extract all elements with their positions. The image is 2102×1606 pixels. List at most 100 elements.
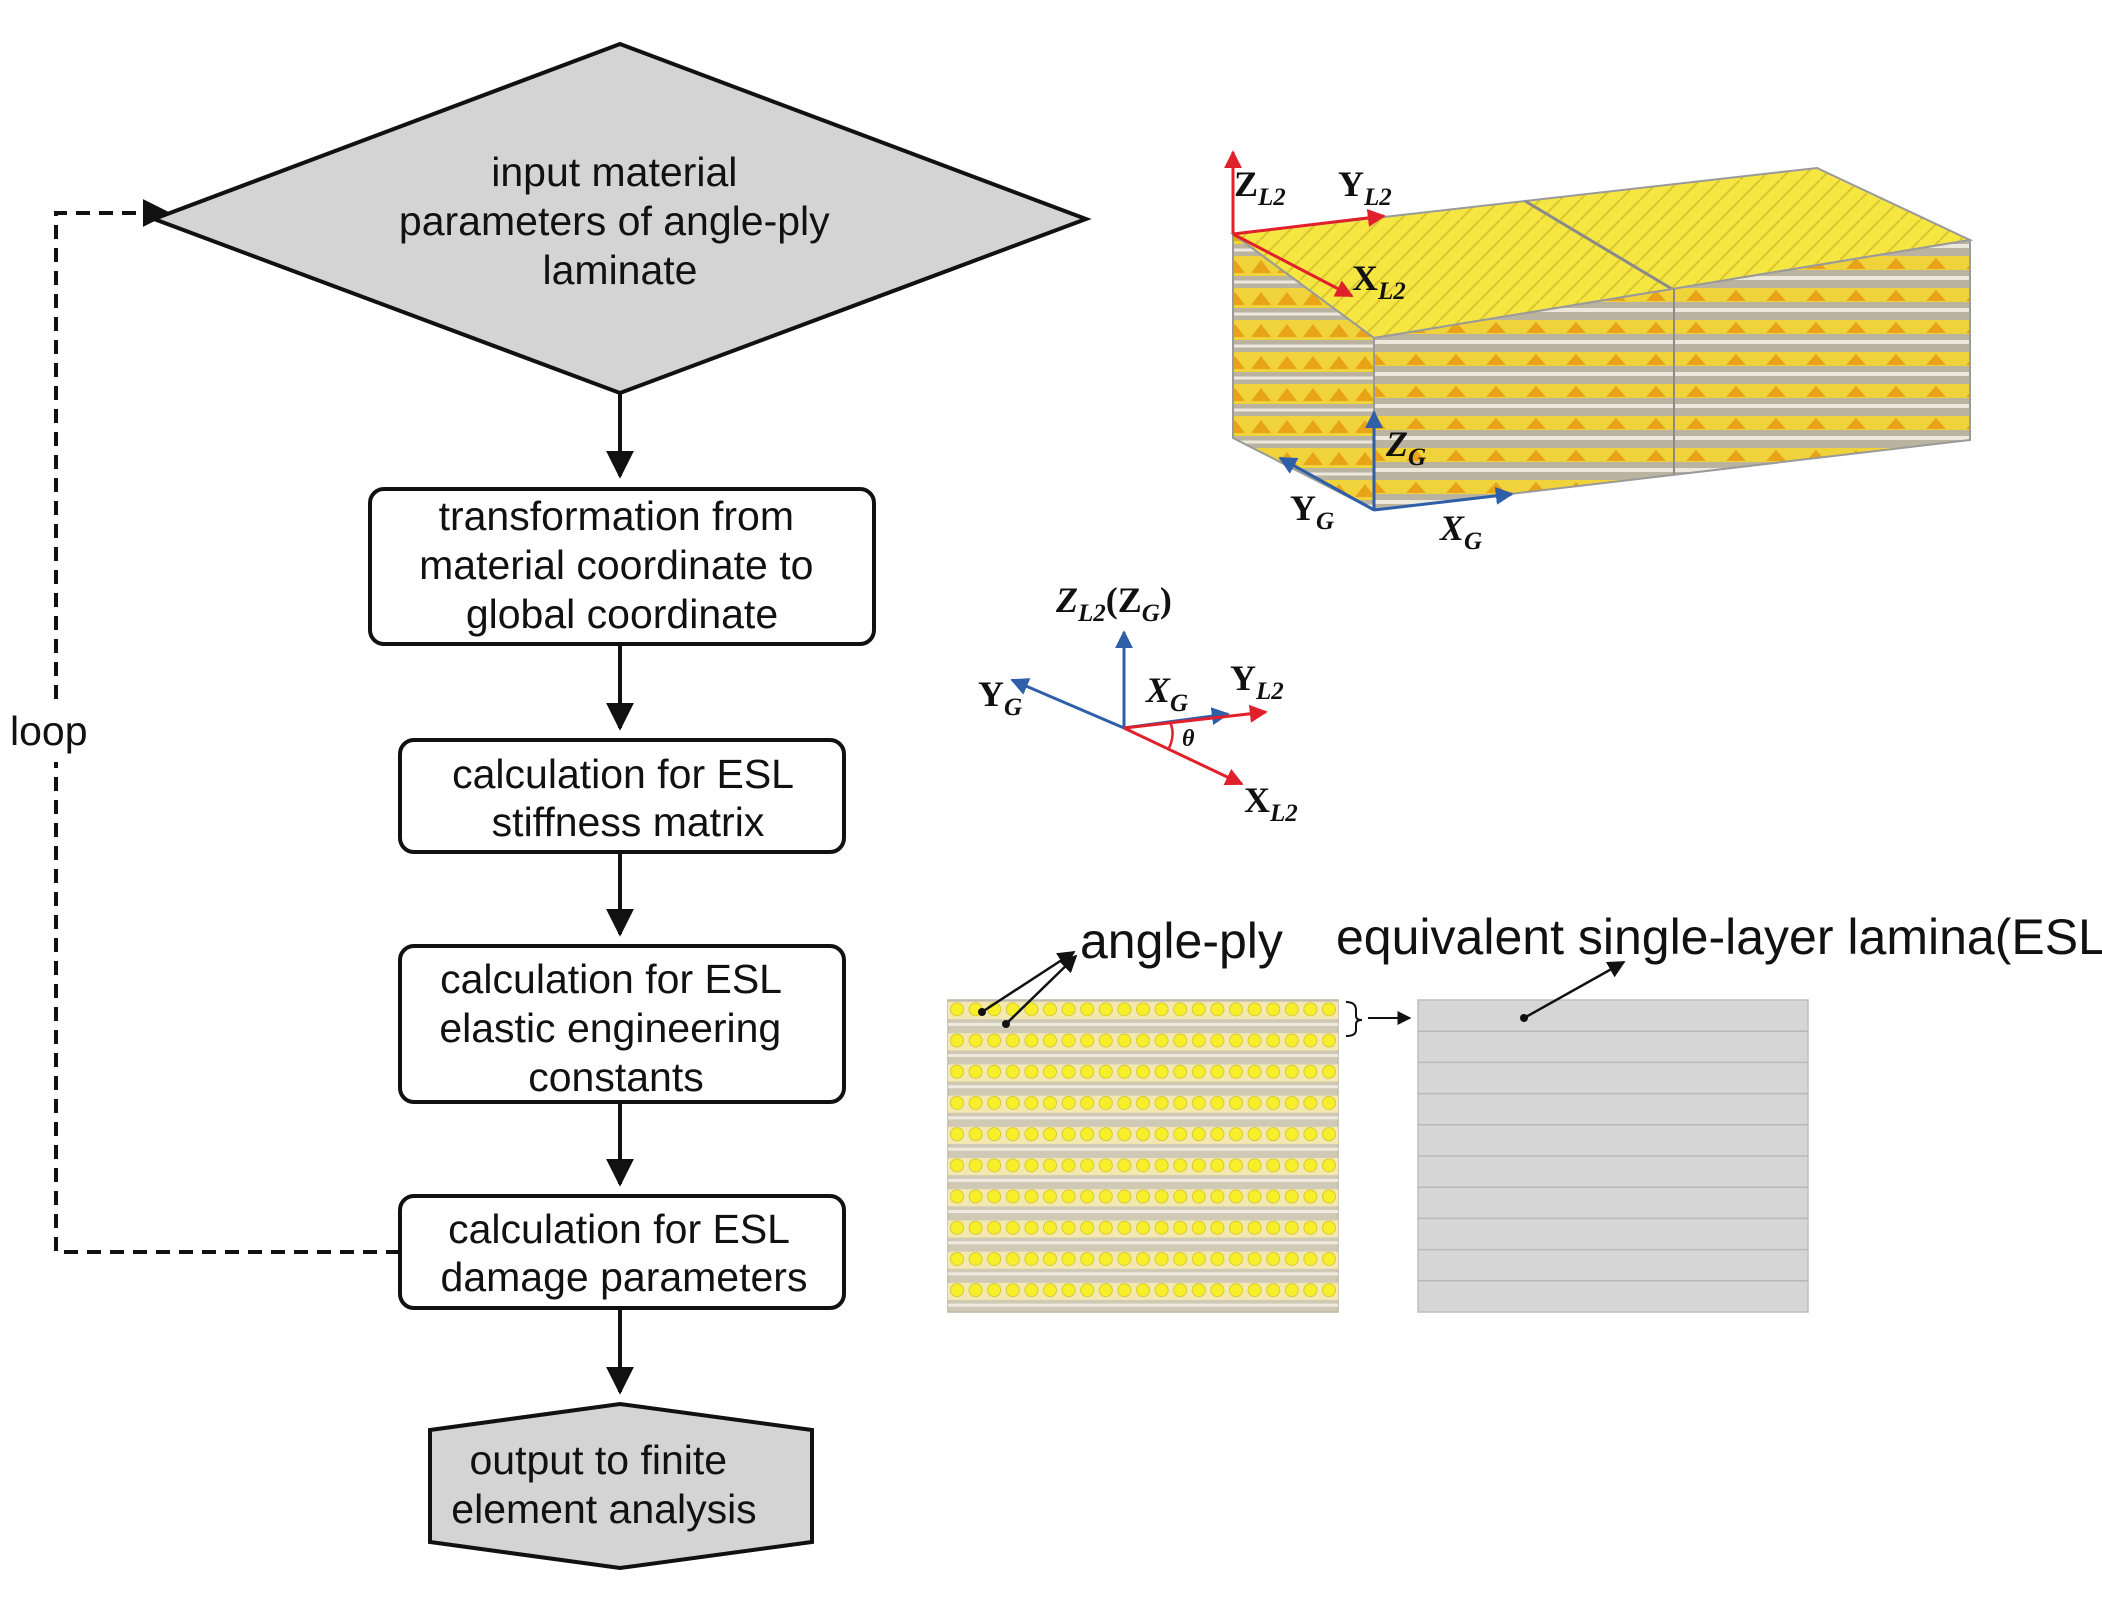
fiber-dot xyxy=(1024,1220,1039,1235)
fiber-dot xyxy=(1117,1127,1132,1142)
fiber-dot xyxy=(1061,1064,1076,1079)
fiber-dot xyxy=(1303,1033,1318,1048)
fiber-dot xyxy=(1322,1283,1336,1298)
rot-label-y-g: YG xyxy=(978,674,1022,721)
fiber-dot xyxy=(1266,1127,1281,1142)
fiber-dot xyxy=(1191,1158,1206,1173)
fiber-dot xyxy=(1322,1220,1336,1235)
fiber-dot xyxy=(1061,1002,1076,1017)
fiber-dot xyxy=(950,1158,964,1173)
fiber-dot xyxy=(1061,1189,1076,1204)
fiber-dot xyxy=(1173,1002,1188,1017)
angle-ply-label: angle-ply xyxy=(1080,913,1283,969)
fiber-dot xyxy=(1024,1127,1039,1142)
fiber-dot xyxy=(1191,1189,1206,1204)
fiber-dot xyxy=(1303,1220,1318,1235)
esl-pointer-dot xyxy=(1520,1014,1528,1022)
fiber-dot xyxy=(987,1064,1002,1079)
fiber-dot xyxy=(1229,1064,1243,1079)
x-g-axis xyxy=(1373,486,1514,512)
fiber-dot xyxy=(1005,1220,1020,1235)
fiber-dot xyxy=(1247,1251,1262,1266)
fiber-dot xyxy=(1247,1064,1262,1079)
fiber-dot xyxy=(1043,1095,1057,1110)
fiber-dot xyxy=(987,1189,1002,1204)
input-line-1: input material xyxy=(491,149,737,195)
damage-text: calculation for ESL damage parameters xyxy=(441,1206,808,1300)
fiber-dot xyxy=(950,1283,964,1298)
fiber-dot xyxy=(1229,1158,1243,1173)
esl-pointer xyxy=(1523,960,1626,1020)
fiber-dot xyxy=(1080,1095,1095,1110)
fiber-dot xyxy=(987,1095,1002,1110)
fiber-dot xyxy=(1080,1033,1095,1048)
fiber-dot xyxy=(1247,1127,1262,1142)
fiber-dot xyxy=(1284,1283,1299,1298)
fiber-dot xyxy=(1191,1002,1206,1017)
fiber-dot xyxy=(1284,1158,1299,1173)
label-x-g: XG xyxy=(1439,508,1482,555)
fiber-dot xyxy=(1154,1033,1169,1048)
fiber-dot xyxy=(1247,1095,1262,1110)
z-g-subscript: G xyxy=(1408,444,1426,471)
laminate-block: ZL2 YL2 XL2 ZG YG XG xyxy=(1224,150,1974,555)
input-text: input material parameters of angle-ply l… xyxy=(399,149,841,293)
fiber-dot xyxy=(1284,1095,1299,1110)
fiber-dot xyxy=(1210,1158,1225,1173)
rot-y-l2-axis xyxy=(1123,704,1268,730)
fiber-dot xyxy=(1173,1158,1188,1173)
fiber-dot xyxy=(1005,1064,1020,1079)
fiber-dot xyxy=(968,1251,983,1266)
fiber-dot xyxy=(987,1033,1002,1048)
fiber-dot xyxy=(950,1189,964,1204)
fiber-dot xyxy=(1080,1127,1095,1142)
rot-x-l2-subscript: L2 xyxy=(1269,800,1298,827)
fiber-dot xyxy=(1210,1064,1225,1079)
stiffness-line-2: stiffness matrix xyxy=(492,799,765,845)
angle-ply-pointer-2 xyxy=(1005,954,1078,1025)
fiber-dot xyxy=(1229,1251,1243,1266)
label-z-l2: ZL2 xyxy=(1234,164,1286,211)
y-l2-letter: Y xyxy=(1338,164,1364,204)
fiber-dot xyxy=(950,1064,964,1079)
fiber-dot xyxy=(1043,1220,1057,1235)
fiber-dot xyxy=(1117,1283,1132,1298)
fiber-dot xyxy=(1247,1283,1262,1298)
fiber-dot xyxy=(1247,1158,1262,1173)
fiber-dot xyxy=(1136,1158,1150,1173)
fiber-dot xyxy=(1043,1189,1057,1204)
fiber-dot xyxy=(1043,1158,1057,1173)
fiber-dot xyxy=(1080,1158,1095,1173)
transform-line-2: material coordinate to xyxy=(419,542,813,588)
rot-label-top: ZL2(ZG) xyxy=(1055,580,1172,627)
comparison: angle-ply equivalent single-layer lamina… xyxy=(947,909,2102,1313)
fiber-dot xyxy=(1136,1189,1150,1204)
fiber-dot xyxy=(1210,1002,1225,1017)
fiber-dot xyxy=(1266,1283,1281,1298)
fiber-dot xyxy=(1005,1189,1020,1204)
ply-bracket xyxy=(1345,1001,1363,1037)
fiber-dot xyxy=(1061,1095,1076,1110)
y-g-subscript: G xyxy=(1316,508,1334,535)
fiber-dot xyxy=(950,1002,964,1017)
rot-x-g-subscript: G xyxy=(1170,690,1188,717)
fiber-dot xyxy=(1024,1283,1039,1298)
fiber-dot xyxy=(1098,1033,1113,1048)
fiber-dot xyxy=(1154,1127,1169,1142)
fiber-dot xyxy=(1154,1158,1169,1173)
y-l2-subscript: L2 xyxy=(1363,184,1392,211)
theta-label: θ xyxy=(1182,726,1195,752)
output-hexagon xyxy=(428,1401,814,1571)
z-l2-letter: Z xyxy=(1234,164,1258,204)
fiber-dot xyxy=(1173,1127,1188,1142)
fiber-dot xyxy=(950,1127,964,1142)
fiber-dot xyxy=(1210,1283,1225,1298)
fiber-dot xyxy=(1043,1127,1057,1142)
fiber-dot xyxy=(1191,1095,1206,1110)
rotation-diagram: ZL2(ZG) YG XG YL2 XL2 θ xyxy=(978,580,1298,827)
fiber-dot xyxy=(1080,1220,1095,1235)
fiber-dot xyxy=(1136,1220,1150,1235)
y-g-axis xyxy=(1278,456,1375,512)
fiber-dot xyxy=(1136,1095,1150,1110)
fiber-dot xyxy=(1303,1095,1318,1110)
